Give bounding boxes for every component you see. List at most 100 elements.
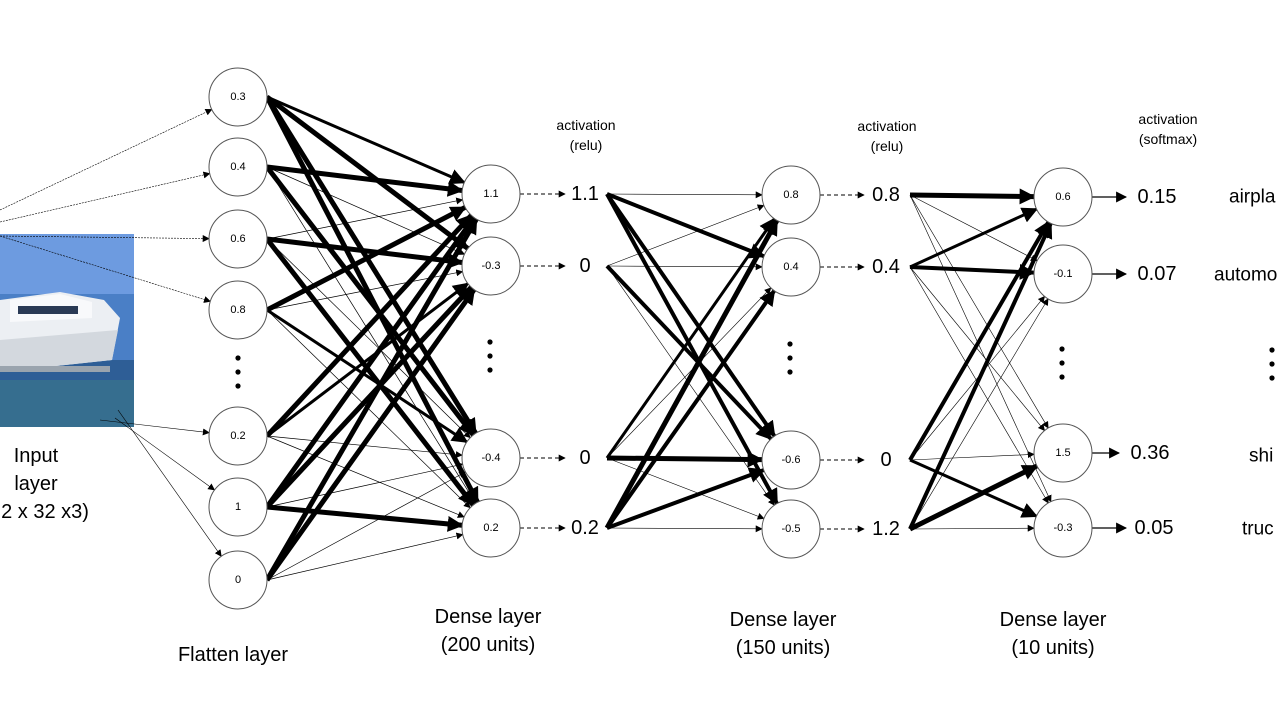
class-label-airplane: airpla (1229, 187, 1276, 208)
dense1-activation-label: activation (556, 117, 615, 133)
dense1-neuron: -0.3 (461, 236, 521, 296)
neuron-circle (208, 550, 268, 610)
connection-dense1-to-dense2 (605, 289, 776, 530)
connection-flatten-to-dense1 (266, 471, 467, 581)
dense1-label: Dense layer (435, 606, 542, 628)
neuron-value: 1.1 (483, 188, 498, 200)
connection-flatten-to-dense1 (266, 164, 464, 197)
neuron-circle (208, 477, 268, 537)
neuron-circle (208, 137, 268, 197)
connection-dense1-to-dense2 (606, 525, 763, 533)
dense1-activation-output: 0.2 (571, 517, 599, 539)
connection-dense1-to-dense2 (605, 192, 777, 438)
connection-dense2-to-dense3 (909, 194, 1052, 503)
vertical-dots-icon (1269, 347, 1275, 381)
neuron-value: 0 (235, 574, 241, 586)
dense2-units: (150 units) (736, 637, 831, 659)
neuron-circle (1033, 244, 1093, 304)
dense1-activation-output: 0 (579, 447, 590, 469)
neuron-circle (208, 209, 268, 269)
connection-dense1-to-dense2 (606, 191, 763, 199)
connection-input-to-flatten (0, 235, 211, 303)
connection-flatten-to-dense1 (266, 95, 466, 185)
connection-flatten-to-dense1 (266, 166, 477, 504)
neuron-circle (761, 499, 821, 559)
connection-dense1-to-dense2 (606, 467, 766, 530)
connection-dense2-to-dense3 (909, 194, 1049, 429)
flatten-neuron: 0.4 (208, 137, 268, 197)
connection-flatten-to-dense1 (266, 435, 465, 518)
connection-dense1-to-dense2 (606, 192, 766, 259)
connection-dense1-to-dense2 (606, 287, 772, 459)
flatten-neuron: 1 (208, 477, 268, 537)
neuron-circle (1033, 167, 1093, 227)
flatten-neuron: 0.8 (208, 280, 268, 340)
neuron-value: 1.5 (1055, 447, 1070, 459)
connection-input-to-flatten (0, 171, 211, 223)
softmax-output: 0.15 (1138, 186, 1177, 208)
neuron-circle (208, 406, 268, 466)
connection-input-to-flatten (117, 409, 222, 557)
neuron-value: 0.8 (230, 304, 245, 316)
dense1-units: (200 units) (441, 634, 536, 656)
vertical-dots-icon (787, 341, 793, 375)
connection-flatten-to-dense1 (264, 95, 480, 504)
connection-flatten-to-dense1 (265, 285, 474, 509)
vertical-dots-icon (235, 355, 241, 389)
connection-dense1-to-dense2 (606, 451, 764, 468)
neuron-value: 1 (235, 501, 241, 513)
neurons: 0.30.40.60.80.2101.1-0.3-0.40.20.80.4-0.… (208, 67, 1177, 610)
flatten-neuron: 0.3 (208, 67, 268, 127)
connection-dense2-to-dense3 (909, 207, 1039, 269)
connection-dense1-to-dense2 (606, 457, 765, 520)
input-layer-label-2: layer (14, 473, 58, 495)
neuron-circle (461, 498, 521, 558)
connection-flatten-to-dense1 (266, 282, 470, 438)
connection-flatten-to-dense1 (266, 238, 471, 439)
flatten-neuron: 0 (208, 550, 268, 610)
dense1-activation-output: 1.1 (571, 183, 599, 205)
connection-dense1-to-dense2 (605, 264, 773, 441)
connection-input-to-flatten (0, 108, 213, 211)
dense1-activation-output: 0 (579, 255, 590, 277)
connection-dense2-to-dense3 (908, 463, 1039, 532)
neuron-value: 0.4 (230, 161, 245, 173)
connection-dense2-to-dense3 (909, 266, 1046, 432)
neuron-value: 0.4 (783, 261, 798, 273)
dense3-label: Dense layer (1000, 609, 1107, 631)
connection-dense2-to-dense3 (908, 220, 1051, 462)
dense1-neuron: -0.4 (461, 428, 521, 488)
connection-dense2-to-dense3 (909, 194, 1038, 262)
connection-flatten-to-dense1 (264, 216, 477, 509)
connection-flatten-to-dense1 (266, 504, 464, 532)
dense3-activation-label: activation (1138, 111, 1197, 127)
dense2-activation-type: (relu) (871, 138, 904, 154)
connection-flatten-to-dense1 (266, 197, 464, 240)
connection-flatten-to-dense1 (266, 532, 464, 581)
input-layer-shape: 2 x 32 x3) (1, 501, 89, 523)
softmax-output: 0.07 (1138, 263, 1177, 285)
dense2-neuron: -0.5 (761, 499, 821, 559)
dense1-neuron: 1.1 (461, 164, 521, 224)
neuron-value: -0.4 (482, 452, 501, 464)
flatten-neuron: 0.6 (208, 209, 268, 269)
neuron-circle (1033, 423, 1093, 483)
boat-photo (0, 234, 134, 427)
neuron-value: -0.6 (782, 454, 801, 466)
dense3-neuron: -0.1 (1033, 244, 1093, 304)
dense3-units: (10 units) (1011, 637, 1094, 659)
neuron-circle (761, 430, 821, 490)
vertical-dots-icon (487, 339, 493, 373)
connection-dense1-to-dense2 (606, 263, 763, 271)
connection-dense2-to-dense3 (909, 264, 1036, 281)
dense3-neuron: 1.5 (1033, 423, 1093, 483)
neuron-value: 0.8 (783, 189, 798, 201)
softmax-output: 0.36 (1131, 442, 1170, 464)
neuron-value: -0.1 (1054, 268, 1073, 280)
neuron-circle (208, 280, 268, 340)
dense2-activation-output: 0.4 (872, 256, 900, 278)
connection-flatten-to-dense1 (265, 213, 474, 438)
neuron-value: -0.3 (482, 260, 501, 272)
connection-dense2-to-dense3 (909, 266, 1049, 504)
